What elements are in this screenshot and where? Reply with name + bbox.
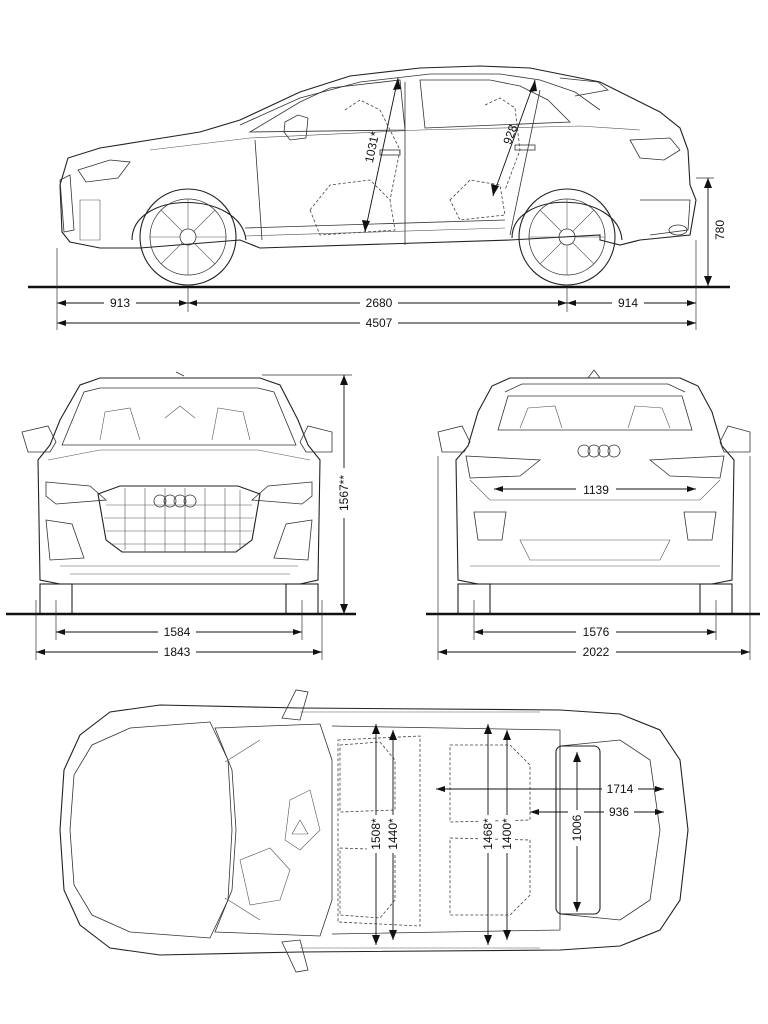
side-taillight (629, 137, 681, 161)
rear-mirror-right (719, 425, 751, 453)
front-grille (97, 485, 261, 553)
front-mirror-left (21, 425, 57, 453)
top-rear-window (559, 739, 661, 921)
front-wheel (139, 188, 237, 286)
front-headlight-right (251, 481, 313, 505)
loading-width-label: 1139 (583, 483, 609, 497)
front-track-label: 1584 (164, 625, 191, 639)
top-view: 1508* 1440* 1468* 1400* 1006 1714 936 (59, 689, 689, 973)
top-windshield (214, 723, 333, 937)
side-body-outline (59, 65, 697, 249)
rear-headroom-label: 928 (500, 123, 520, 147)
front-elbow-width-label: 1440* (386, 818, 400, 850)
side-mirror (283, 114, 309, 141)
rear-view: 1139 1576 2022 (426, 369, 760, 660)
side-window-rear (419, 79, 571, 129)
top-mirror-left (281, 689, 309, 721)
overall-width-label: 1843 (164, 645, 191, 659)
top-body-outline (59, 704, 689, 956)
rear-overhang-label: 914 (618, 296, 638, 310)
overall-height-label: 1567** (337, 475, 351, 511)
wheelbase-label: 2680 (366, 296, 393, 310)
luggage-area (555, 745, 601, 915)
rear-mirror-left (437, 425, 471, 453)
side-view: 913 2680 914 4507 780 1031* 928 (28, 65, 730, 330)
rear-elbow-width-label: 1400* (500, 818, 514, 850)
front-overhang-label: 913 (110, 296, 130, 310)
front-headroom-label: 1031* (362, 130, 382, 164)
rear-taillight-right (648, 455, 725, 479)
rear-taillight-left (465, 455, 542, 479)
side-grille (59, 174, 75, 233)
rear-track-label: 1576 (583, 625, 610, 639)
side-headlamp (77, 159, 131, 183)
width-mirrors-label: 2022 (583, 645, 610, 659)
front-mirror-right (299, 425, 333, 453)
luggage-length-folded-label: 1714 (607, 782, 634, 796)
top-hood (69, 721, 233, 939)
brand-rings-logo-front (153, 494, 197, 508)
overall-length-label: 4507 (366, 316, 393, 330)
rear-window (497, 395, 693, 431)
brand-rings-logo-rear (577, 444, 621, 458)
top-mirror-right (281, 939, 309, 973)
front-body-outline (37, 377, 321, 585)
rear-wheel (518, 188, 616, 286)
rear-body-outline (455, 377, 735, 585)
height-780-label: 780 (713, 220, 727, 240)
front-shoulder-width-label: 1508* (369, 818, 383, 850)
front-windshield (61, 387, 297, 446)
rear-shoulder-width-label: 1468* (481, 818, 495, 850)
luggage-length-label: 936 (609, 805, 629, 819)
front-headlight-left (45, 481, 107, 505)
luggage-width-label: 1006 (570, 814, 584, 841)
front-view: 1584 1843 1567** (6, 371, 356, 660)
side-window-front (248, 79, 406, 133)
